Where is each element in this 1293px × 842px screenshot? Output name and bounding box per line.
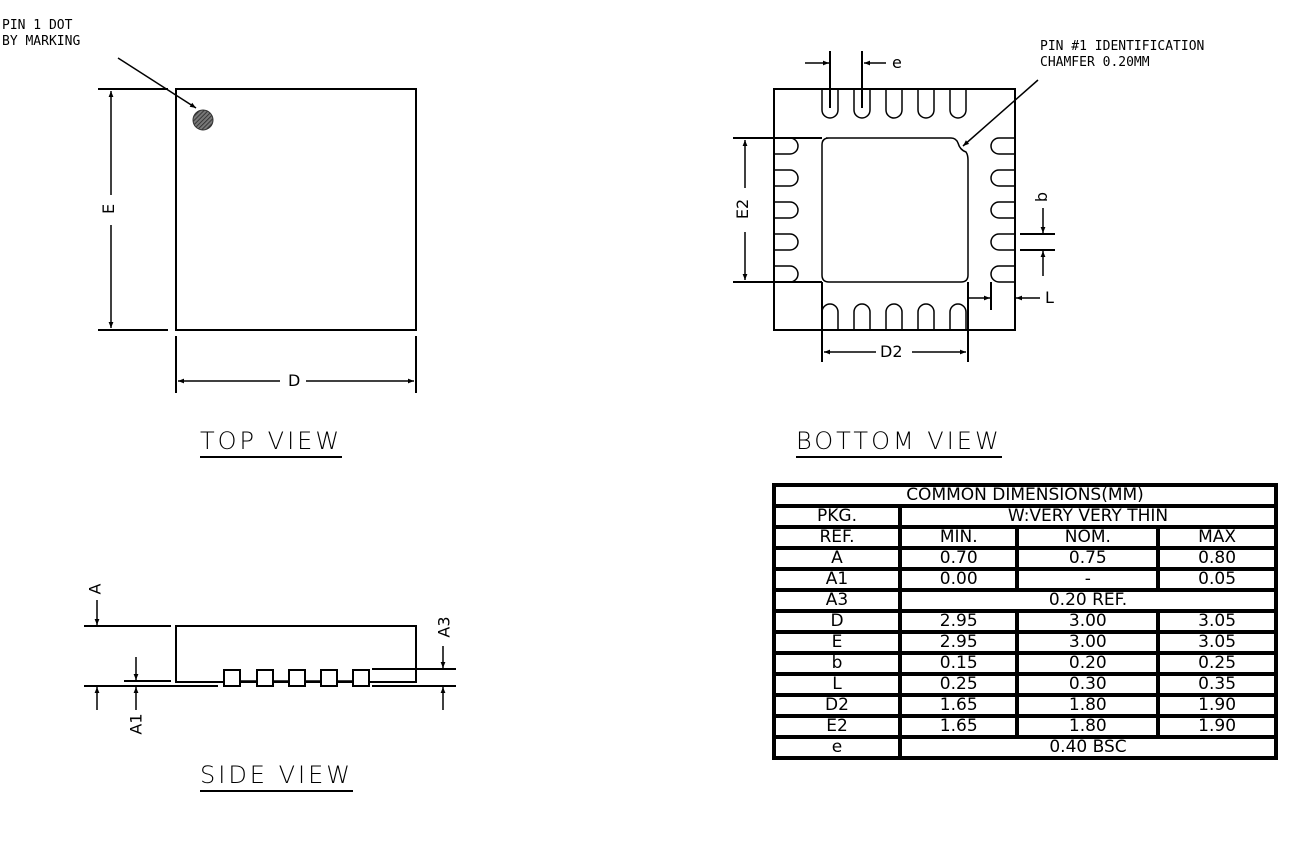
header-nom: NOM. bbox=[1015, 525, 1161, 550]
header-min: MIN. bbox=[897, 525, 1020, 550]
top-view-title: TOP VIEW bbox=[200, 428, 343, 458]
span-cell: 0.20 REF. bbox=[898, 588, 1278, 613]
header-max: MAX bbox=[1156, 525, 1278, 550]
dim-E-label: E bbox=[99, 201, 119, 217]
max-cell: 0.80 bbox=[1156, 546, 1278, 571]
nom-cell: 3.00 bbox=[1015, 609, 1161, 634]
pkg-value: W:VERY VERY THIN bbox=[898, 504, 1278, 529]
min-cell: 2.95 bbox=[897, 630, 1020, 655]
top-view bbox=[98, 57, 417, 393]
chamfer-note-line1: PIN #1 IDENTIFICATION bbox=[1040, 39, 1205, 54]
dim-A1-label: A1 bbox=[126, 711, 146, 737]
chamfer-note-line2: CHAMFER 0.20MM bbox=[1040, 55, 1150, 70]
side-view-title: SIDE VIEW bbox=[200, 762, 353, 792]
pin1-note-line1: PIN 1 DOT bbox=[2, 18, 73, 33]
min-cell: 1.65 bbox=[897, 714, 1020, 739]
nom-cell: 3.00 bbox=[1015, 630, 1161, 655]
nom-cell: 1.80 bbox=[1015, 714, 1161, 739]
nom-cell: 0.20 bbox=[1015, 651, 1161, 676]
nom-cell: 1.80 bbox=[1015, 693, 1161, 718]
bottom-view bbox=[733, 51, 1055, 362]
max-cell: 1.90 bbox=[1156, 693, 1278, 718]
span-cell: 0.40 BSC bbox=[898, 735, 1278, 760]
ref-cell: E bbox=[772, 630, 902, 655]
min-cell: 2.95 bbox=[897, 609, 1020, 634]
dim-e-label: e bbox=[890, 53, 904, 72]
dim-D-label: D bbox=[286, 371, 303, 390]
max-cell: 0.05 bbox=[1156, 567, 1278, 592]
table-header-row: REF. MIN. NOM. MAX bbox=[772, 525, 1278, 550]
dim-D2-label: D2 bbox=[878, 342, 905, 361]
ref-cell: D bbox=[772, 609, 902, 634]
min-cell: 1.65 bbox=[897, 693, 1020, 718]
ref-cell: A1 bbox=[772, 567, 902, 592]
ref-cell: L bbox=[772, 672, 902, 697]
ref-cell: A3 bbox=[772, 588, 902, 613]
nom-cell: 0.75 bbox=[1015, 546, 1161, 571]
max-cell: 1.90 bbox=[1156, 714, 1278, 739]
side-view bbox=[84, 600, 456, 710]
dim-b-label: b bbox=[1032, 189, 1052, 205]
dim-A-label: A bbox=[85, 581, 105, 597]
ref-cell: b bbox=[772, 651, 902, 676]
ref-cell: A bbox=[772, 546, 902, 571]
min-cell: 0.00 bbox=[897, 567, 1020, 592]
bottom-view-title: BOTTOM VIEW bbox=[796, 428, 1002, 458]
min-cell: 0.25 bbox=[897, 672, 1020, 697]
nom-cell: - bbox=[1015, 567, 1161, 592]
ref-cell: e bbox=[772, 735, 902, 760]
dimensions-table: COMMON DIMENSIONS(MM) PKG. W:VERY VERY T… bbox=[772, 483, 1278, 760]
dim-L-label: L bbox=[1043, 288, 1056, 307]
max-cell: 0.25 bbox=[1156, 651, 1278, 676]
pin1-note-line2: BY MARKING bbox=[2, 34, 81, 49]
max-cell: 3.05 bbox=[1156, 630, 1278, 655]
dim-E2-label: E2 bbox=[733, 196, 753, 222]
ref-cell: E2 bbox=[772, 714, 902, 739]
nom-cell: 0.30 bbox=[1015, 672, 1161, 697]
dim-A3-label: A3 bbox=[434, 614, 454, 640]
min-cell: 0.15 bbox=[897, 651, 1020, 676]
min-cell: 0.70 bbox=[897, 546, 1020, 571]
max-cell: 0.35 bbox=[1156, 672, 1278, 697]
header-ref: REF. bbox=[772, 525, 902, 550]
max-cell: 3.05 bbox=[1156, 609, 1278, 634]
pkg-label: PKG. bbox=[772, 504, 902, 529]
ref-cell: D2 bbox=[772, 693, 902, 718]
table-title: COMMON DIMENSIONS(MM) bbox=[772, 483, 1278, 508]
